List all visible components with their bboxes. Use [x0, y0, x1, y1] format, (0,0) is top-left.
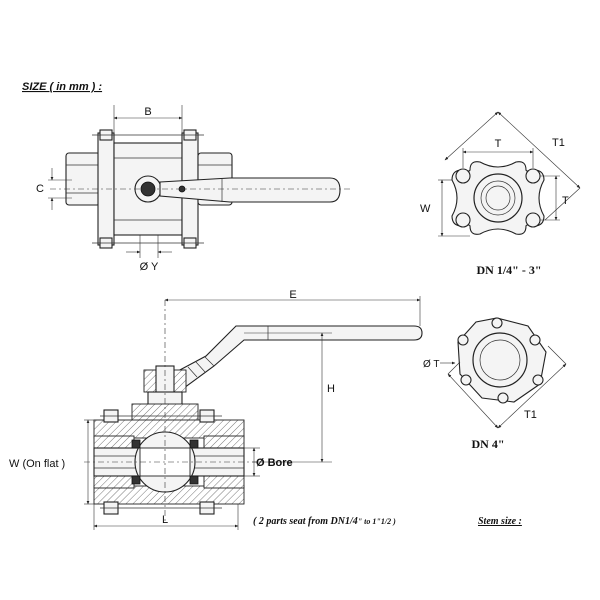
right-end-bottom	[203, 475, 245, 489]
top-left-end	[65, 152, 101, 206]
flange6-dim-t: Ø T	[423, 359, 439, 370]
seat-bottom-right	[189, 475, 199, 485]
flange6-caption: DN 4"	[472, 437, 505, 451]
flange4-dim-w: W	[420, 203, 431, 215]
gland-left	[143, 369, 157, 393]
bolt-hole-1	[455, 168, 471, 184]
seat-note: ( 2 parts seat from DN1/4" to 1"1/2 )	[253, 516, 396, 527]
bolt6-hole-1	[491, 317, 503, 329]
dim-b-label: B	[144, 106, 151, 118]
seat-note-small: " to 1"1/2 )	[358, 517, 396, 526]
stem-size-label: Stem size :	[478, 516, 522, 527]
left-end-top	[93, 435, 135, 449]
top-handle	[159, 177, 341, 203]
dim-c-label: C	[36, 183, 44, 195]
bolt-hole-4	[525, 212, 541, 228]
flange-6bolt-outline	[457, 317, 547, 403]
dim-w-label: W (On flat )	[9, 458, 65, 470]
flange4-caption: DN 1/4" - 3"	[477, 263, 542, 277]
seat-top-left	[131, 439, 141, 449]
flange4-dim-t-right: T	[562, 195, 569, 207]
dim-bore-label: Ø Bore	[256, 457, 293, 469]
right-end-top	[203, 435, 245, 449]
flange6-dim-t1: T1	[524, 409, 537, 421]
flange-6bolt-view: Ø T T1 DN 4"	[423, 317, 567, 451]
dim-e-label: E	[289, 289, 296, 301]
top-view: B C Ø Y	[36, 105, 350, 273]
bolt6-hole-3	[532, 374, 544, 386]
flange4-dim-t1: T1	[552, 137, 565, 149]
bolt6-hole-4	[497, 392, 509, 404]
dim-h-label: H	[327, 383, 335, 395]
flange-4bolt-view: T T1 W T DN 1/4" - 3"	[420, 111, 581, 277]
size-title: SIZE ( in mm ) :	[22, 81, 102, 93]
bolt-hole-2	[525, 168, 541, 184]
seat-bottom-left	[131, 475, 141, 485]
section-handle	[167, 325, 423, 389]
dim-y-label: Ø Y	[140, 261, 159, 273]
section-view: E H W (On flat ) Ø Bore L	[9, 289, 423, 530]
flange4-dim-t-top: T	[495, 138, 502, 150]
bolt-hole-3	[455, 212, 471, 228]
gland-right	[173, 369, 187, 393]
seat-note-main: ( 2 parts seat from DN1/4	[253, 516, 358, 527]
bolt6-hole-6	[457, 334, 469, 346]
dim-l-label: L	[162, 514, 168, 526]
left-end-bottom	[93, 475, 135, 489]
bolt6-hole-2	[529, 334, 541, 346]
seat-top-right	[189, 439, 199, 449]
bolt6-hole-5	[460, 374, 472, 386]
